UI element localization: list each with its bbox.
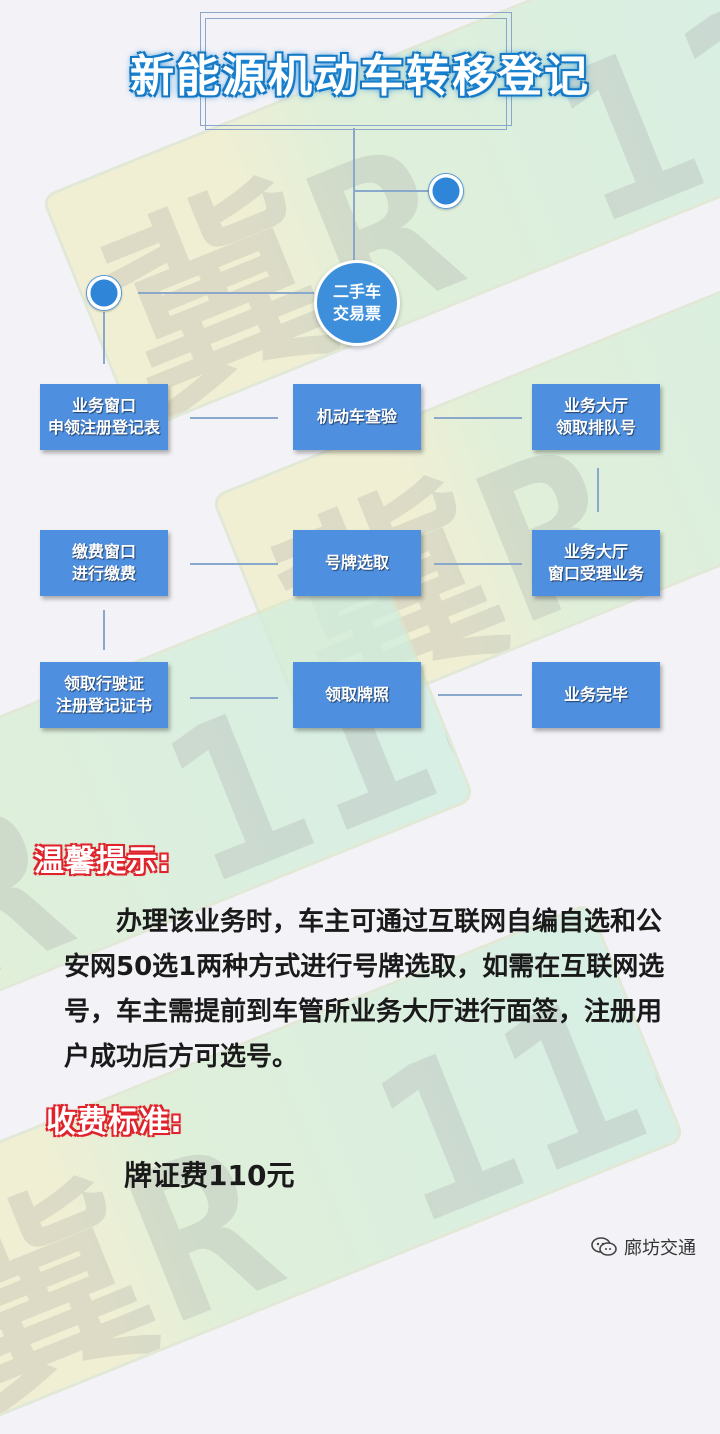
step-label: 领取行驶证 注册登记证书 [55, 674, 152, 715]
connector-line [434, 417, 522, 419]
step-box-plate-selection: 号牌选取 [293, 530, 421, 596]
step-box-collect-plates: 领取牌照 [293, 662, 421, 728]
title-frame [205, 18, 507, 130]
step-label: 机动车查验 [316, 407, 397, 426]
step-box-queue-number: 业务大厅 领取排队号 [532, 384, 660, 450]
step-box-registration-form: 业务窗口 申领注册登记表 [40, 384, 168, 450]
step-box-window-processing: 业务大厅 窗口受理业务 [532, 530, 660, 596]
connector-line [190, 697, 278, 699]
footer-account: 廊坊交通 [590, 1234, 696, 1260]
connector-line [434, 563, 522, 565]
step-label: 业务大厅 窗口受理业务 [547, 542, 644, 583]
tips-paragraph: 办理该业务时，车主可通过互联网自编自选和公安网50选1两种方式进行号牌选取，如需… [64, 907, 665, 1072]
connector-line [190, 417, 278, 419]
step-label: 业务大厅 领取排队号 [555, 396, 636, 437]
start-node-used-car-invoice: 二手车 交易票 [314, 260, 400, 346]
connector-line [355, 190, 430, 192]
title-frame [200, 12, 512, 126]
step-box-business-complete: 业务完毕 [532, 662, 660, 728]
fee-item: 牌证费110元 [124, 1159, 295, 1192]
tips-text: 办理该业务时，车主可通过互联网自编自选和公安网50选1两种方式进行号牌选取，如需… [64, 900, 684, 1080]
fees-heading: 收费标准: [46, 1105, 183, 1140]
connector-line [190, 563, 278, 565]
step-box-collect-certificates: 领取行驶证 注册登记证书 [40, 662, 168, 728]
step-label: 缴费窗口 进行缴费 [71, 542, 136, 583]
footer-account-name: 廊坊交通 [624, 1238, 696, 1259]
connector-line [138, 292, 314, 294]
step-box-payment: 缴费窗口 进行缴费 [40, 530, 168, 596]
step-box-vehicle-inspection: 机动车查验 [293, 384, 421, 450]
connector-line [103, 312, 105, 364]
page-title: 新能源机动车转移登记 [130, 51, 590, 102]
step-label: 号牌选取 [324, 553, 389, 572]
start-node-label: 二手车 交易票 [332, 282, 381, 323]
connector-line [353, 128, 355, 260]
wechat-icon [591, 1237, 617, 1256]
step-label: 业务完毕 [563, 685, 628, 704]
connector-line [438, 694, 522, 696]
tips-heading: 温馨提示: [34, 844, 171, 879]
step-label: 业务窗口 申领注册登记表 [47, 396, 160, 437]
step-label: 领取牌照 [324, 685, 389, 704]
node-dot [86, 275, 122, 311]
node-dot [428, 173, 464, 209]
connector-line [103, 610, 105, 650]
connector-line [597, 468, 599, 512]
